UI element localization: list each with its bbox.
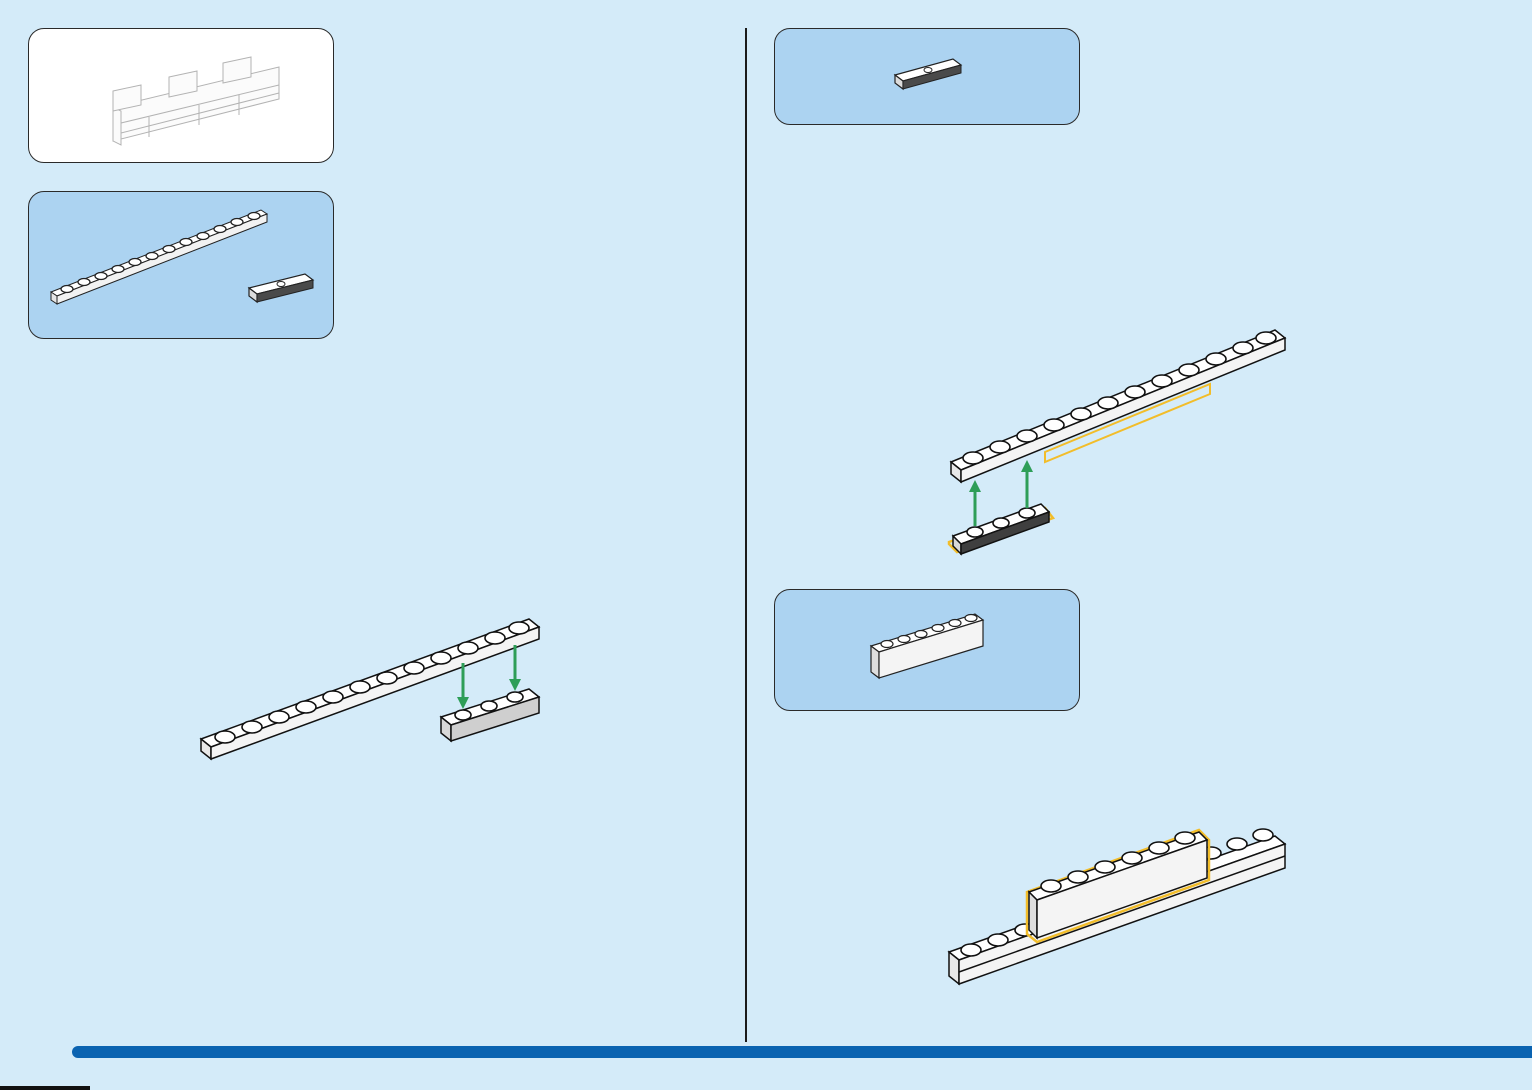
parts-list-step-1 [28, 191, 334, 339]
assembly-step-3 [945, 820, 1290, 995]
castle-wall-model-icon [29, 29, 335, 164]
plate-attach-jumper-icon [195, 605, 545, 770]
parts-list-step-3 [774, 589, 1080, 711]
column-divider [745, 28, 747, 1042]
jumper-plate-1x3-icon [775, 29, 1081, 126]
assembly-step-1 [195, 605, 545, 770]
parts-list-step-2 [774, 28, 1080, 125]
brick-attach-top-icon [945, 820, 1290, 995]
page-number-mark [0, 1086, 90, 1090]
assembly-step-2 [945, 322, 1290, 567]
jumper-attach-underside-icon [945, 322, 1290, 567]
jumper-plate-1x3-icon [249, 274, 313, 302]
plate-1x12-icon [29, 192, 335, 340]
progress-bar [72, 1046, 1532, 1058]
model-preview-panel [28, 28, 334, 163]
brick-1x6-icon [775, 590, 1081, 712]
